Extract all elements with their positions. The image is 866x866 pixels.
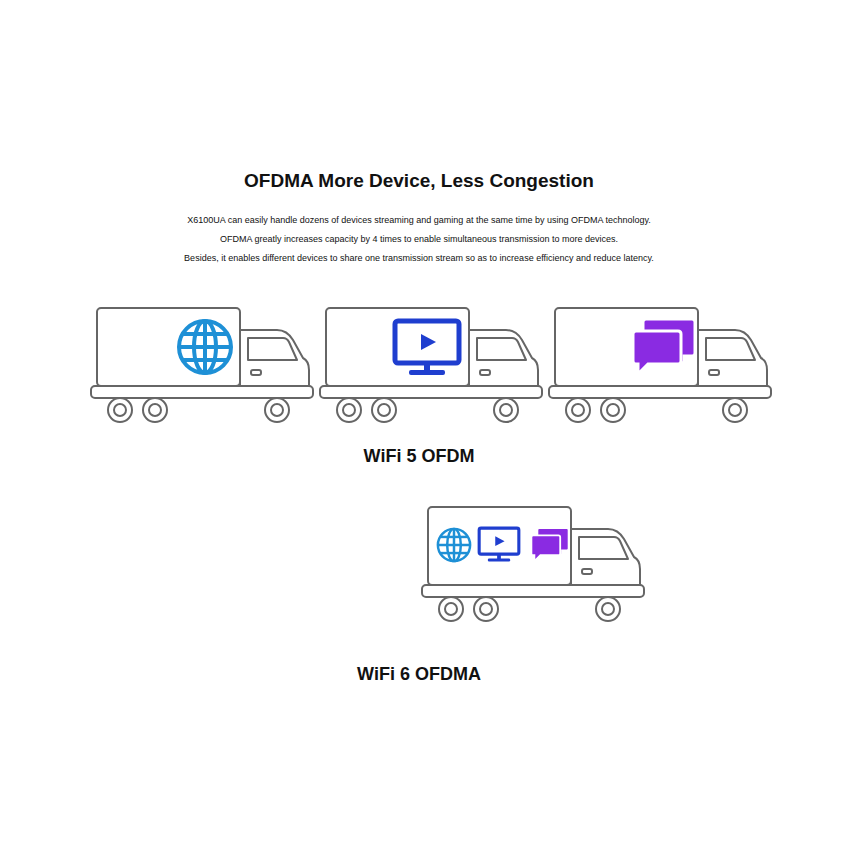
page-title: OFDMA More Device, Less Congestion	[244, 170, 594, 192]
chat-icon	[633, 319, 695, 374]
truck	[91, 308, 313, 422]
body-text: Besides, it enables different devices to…	[184, 253, 654, 263]
truck	[320, 308, 542, 422]
chat-icon	[531, 528, 568, 561]
truck	[422, 507, 644, 621]
group-caption: WiFi 6 OFDMA	[357, 664, 481, 685]
video-icon	[395, 321, 459, 375]
body-text: OFDMA greatly increases capacity by 4 ti…	[220, 234, 618, 244]
body-text: X6100UA can easily handle dozens of devi…	[187, 215, 651, 225]
group-caption: WiFi 5 OFDM	[364, 446, 475, 467]
video-icon	[479, 528, 519, 561]
truck	[549, 308, 771, 422]
globe-icon	[179, 321, 231, 373]
globe-icon	[438, 529, 470, 561]
